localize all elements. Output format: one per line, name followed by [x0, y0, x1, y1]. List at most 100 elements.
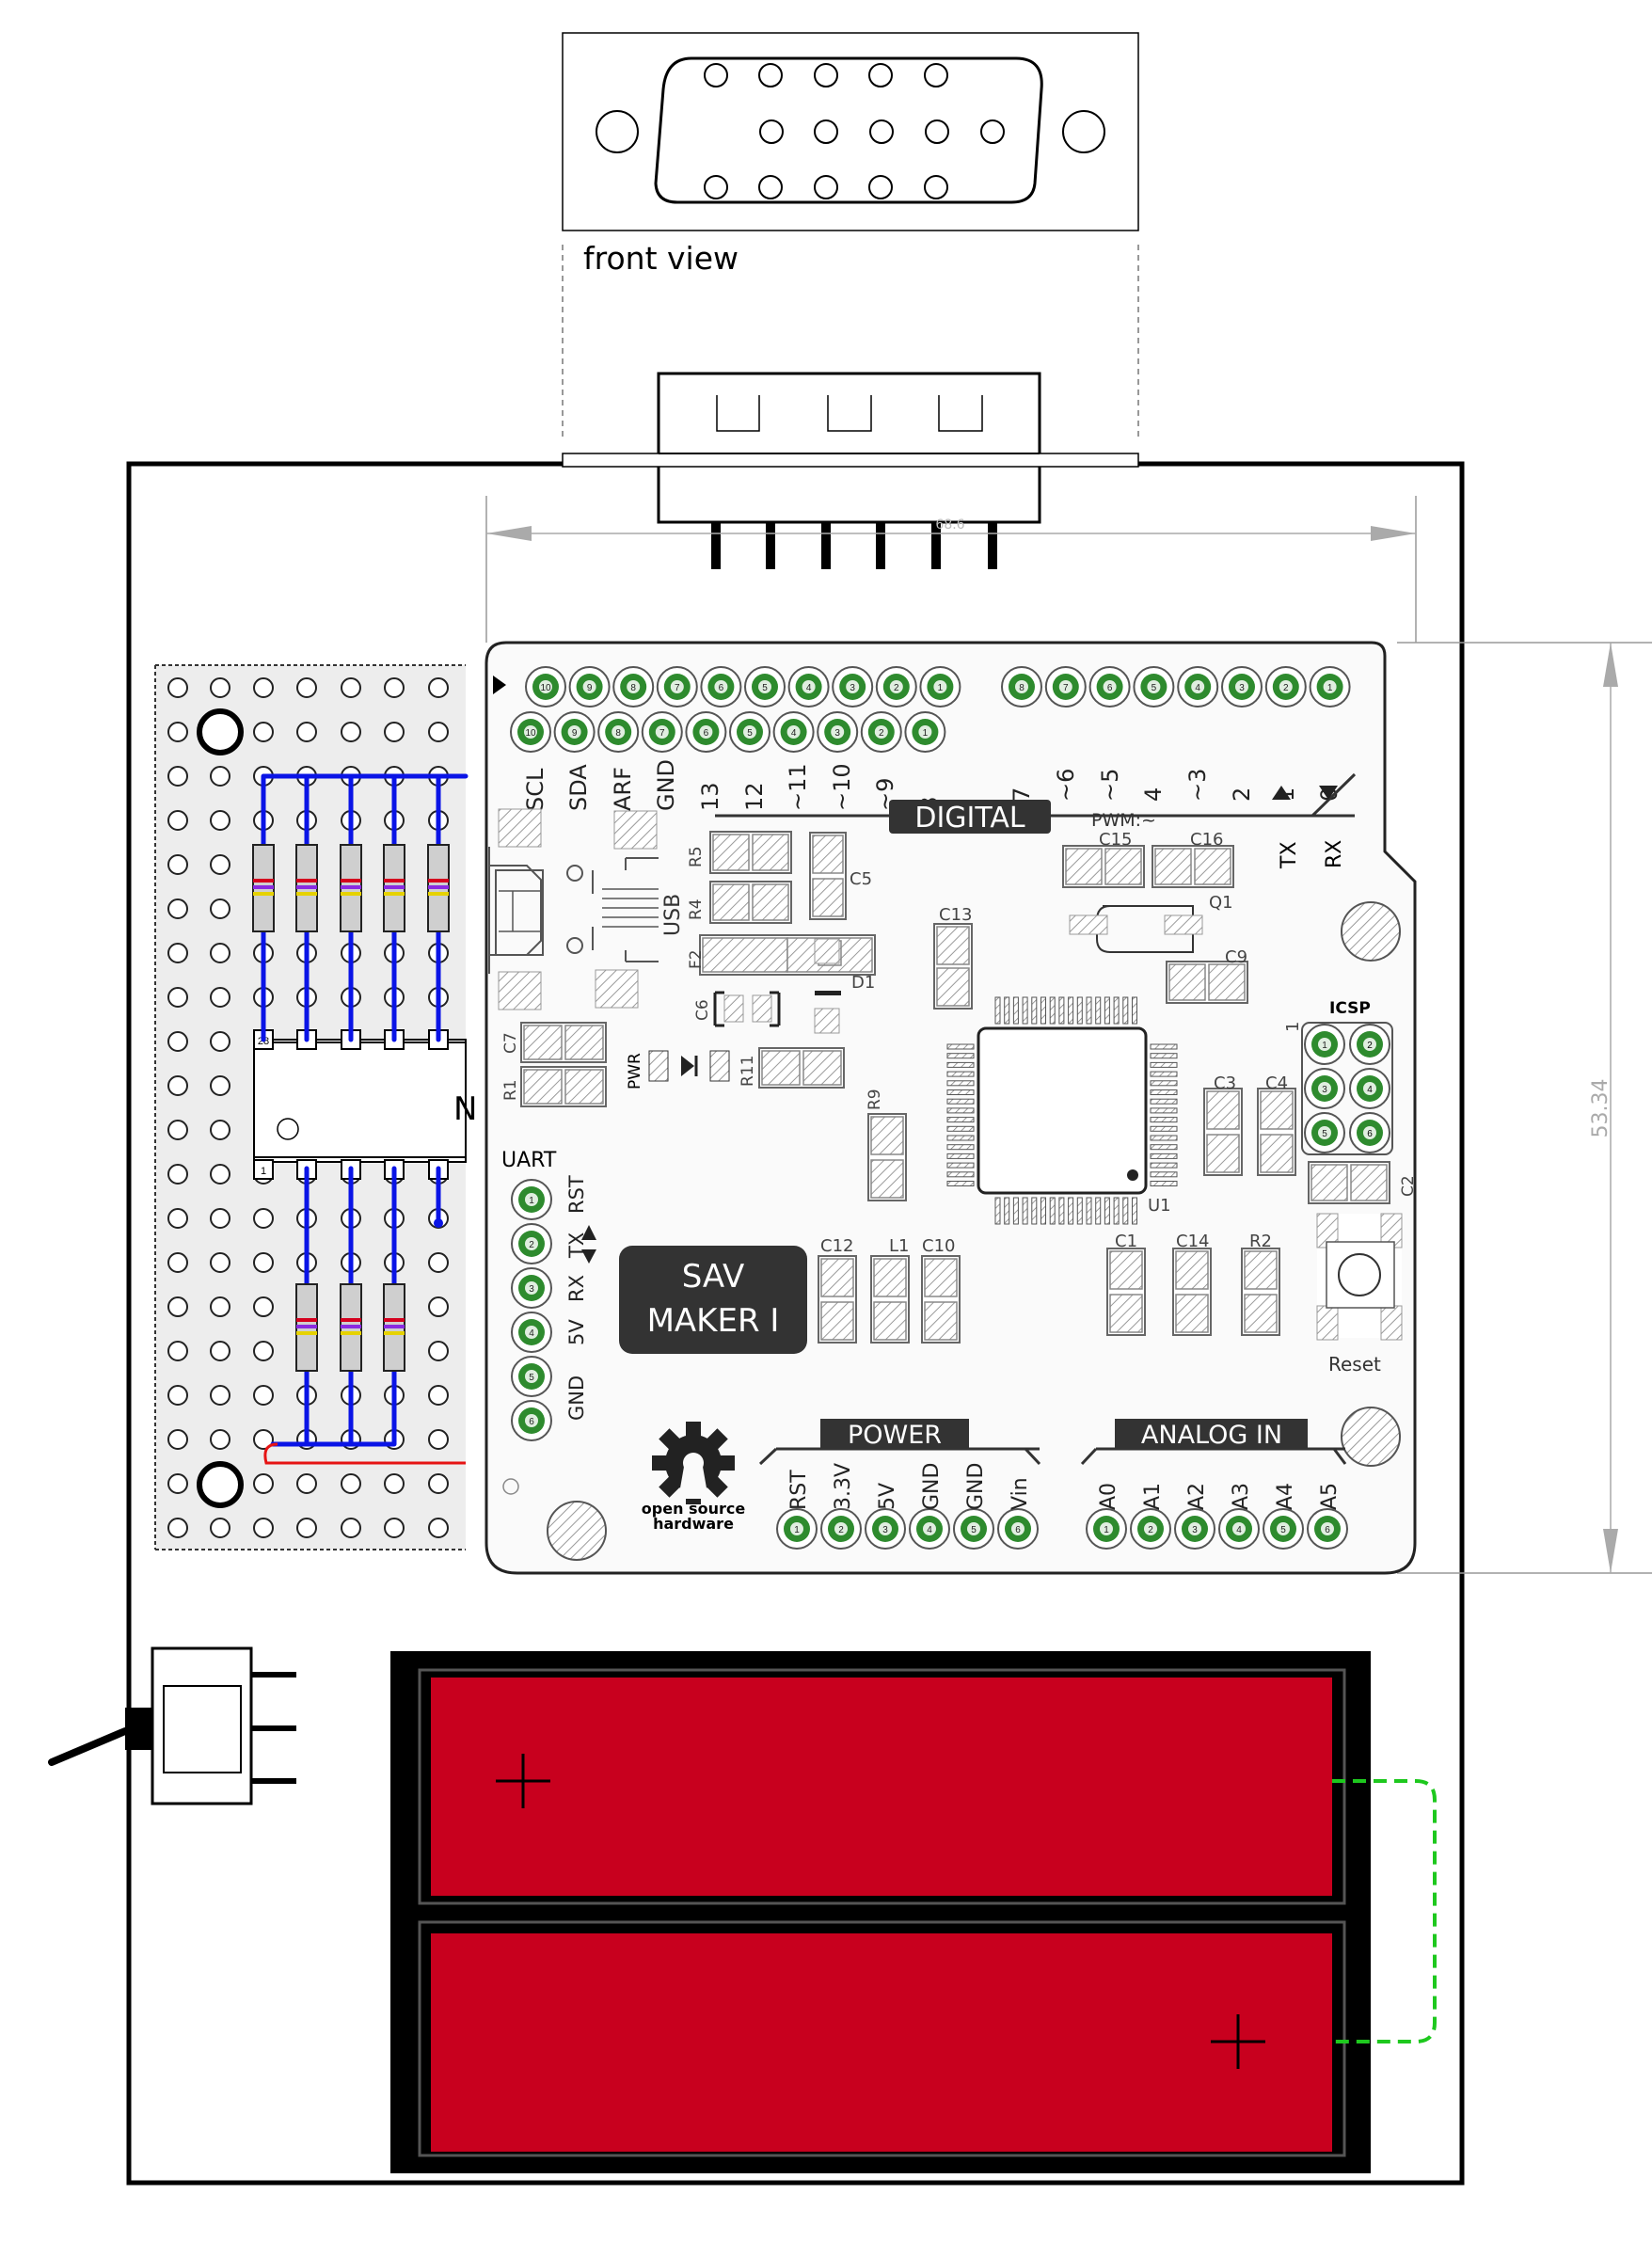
mcu-pin — [1150, 1071, 1178, 1077]
microcontroller-u1 — [946, 996, 1178, 1225]
resistor-band — [384, 879, 405, 883]
header-pin-hole — [967, 1522, 980, 1535]
header-pin-number: 6 — [1367, 1129, 1373, 1139]
resistor-band — [428, 879, 449, 883]
battery-cell-bottom — [431, 1933, 1332, 2152]
proto-hole — [210, 1075, 230, 1096]
component-pad — [1310, 1164, 1348, 1201]
component-pad — [870, 1159, 904, 1199]
component-pad — [1154, 848, 1192, 885]
proto-hole — [384, 722, 405, 742]
component-label-u1: U1 — [1148, 1196, 1171, 1216]
header-pin-hole — [1147, 680, 1161, 693]
header-pin-hole — [1235, 680, 1248, 693]
digital-pin-label: SDA — [565, 764, 592, 811]
component-label-c7: C7 — [501, 1032, 520, 1054]
mcu-pin — [946, 1162, 975, 1169]
ic-pin-bottom — [253, 1159, 274, 1180]
component-pad — [1109, 1250, 1143, 1290]
resistor-band — [428, 885, 449, 889]
proto-hole — [210, 766, 230, 787]
digital-pin-label: SCL — [522, 768, 548, 811]
reset-label: Reset — [1328, 1353, 1381, 1375]
resistor-band — [384, 1331, 405, 1335]
tx-label: TX — [1278, 841, 1301, 869]
brand-line1: SAV — [682, 1258, 745, 1296]
header-pin-number: 1 — [529, 1196, 534, 1206]
board-mounting-holes — [547, 901, 1401, 1561]
mcu-pin — [1150, 1053, 1178, 1059]
power-pin-label: Vin — [1009, 1477, 1032, 1510]
proto-hole — [384, 677, 405, 698]
proto-hole — [428, 1473, 449, 1494]
mcu-pin — [1150, 1043, 1178, 1050]
ic-pin-1-label: 1 — [261, 1166, 266, 1177]
header-pin-hole — [933, 680, 947, 693]
mcu-pin — [1076, 996, 1083, 1025]
vga-pin — [868, 175, 893, 199]
proto-hole — [341, 722, 361, 742]
component-pad — [924, 1258, 958, 1297]
header-pin-number: 2 — [1283, 683, 1289, 693]
component-pad — [936, 967, 970, 1007]
analog-pin-label: A4 — [1274, 1483, 1297, 1510]
header-pin-hole — [1103, 680, 1117, 693]
mcu-pin — [1031, 1197, 1038, 1225]
proto-hole — [210, 943, 230, 963]
mcu-pin — [1150, 1171, 1178, 1178]
header-pin-number: 9 — [572, 728, 578, 739]
mcu-pin — [1068, 1197, 1074, 1225]
open-source-hardware-logo: open source hardware — [642, 1422, 745, 1533]
pwr-led: PWR — [626, 1050, 730, 1089]
mcu-pin — [1150, 1125, 1178, 1132]
header-pin-hole — [1363, 1082, 1376, 1095]
proto-hole — [167, 1120, 188, 1140]
component-pad — [820, 1258, 854, 1297]
resistor-band — [296, 885, 317, 889]
proto-hole — [167, 1075, 188, 1096]
header-pin-hole — [1363, 1126, 1376, 1139]
header-pin-number: 8 — [615, 728, 621, 739]
mcu-pin — [1076, 1197, 1083, 1225]
proto-hole — [253, 1429, 274, 1450]
component-label-q1: Q1 — [1209, 893, 1233, 913]
mcu-pin — [1012, 1197, 1019, 1225]
vga-leg — [931, 522, 941, 569]
green-jumper-wire — [1332, 1779, 1437, 2043]
proto-hole — [253, 1252, 274, 1273]
digital-right-pin-label: 7 — [1009, 787, 1035, 802]
component-pad — [873, 1258, 907, 1297]
proto-hole — [253, 1473, 274, 1494]
header-pin-hole — [1058, 680, 1072, 693]
proto-hole — [253, 722, 274, 742]
mcu-pin — [1113, 996, 1120, 1025]
mcu-pin — [1150, 1098, 1178, 1105]
component-pad — [712, 883, 750, 921]
digital-right-pin-label: ~6 — [1053, 769, 1079, 802]
proto-hole — [341, 1473, 361, 1494]
proto-hole — [341, 677, 361, 698]
digital-right-pin-label: ~3 — [1184, 769, 1211, 802]
header-pin-hole — [834, 1522, 848, 1535]
component-pad — [1206, 1134, 1240, 1173]
header-pin-number: 5 — [971, 1525, 977, 1535]
reset-button: Reset — [1316, 1213, 1403, 1375]
resistor-band — [384, 1318, 405, 1322]
component-pad — [936, 926, 970, 965]
header-pin-hole — [1144, 1522, 1157, 1535]
component-label-r11: R11 — [739, 1056, 757, 1087]
proto-hole — [167, 898, 188, 919]
vga-leg — [876, 522, 885, 569]
proto-hole — [167, 943, 188, 963]
board-mount-hole — [1341, 1407, 1401, 1467]
header-pin-number: 3 — [1322, 1085, 1327, 1095]
resistor-band — [384, 892, 405, 896]
header-pin-hole — [1015, 680, 1028, 693]
proto-hole — [296, 1473, 317, 1494]
header-pin-hole — [786, 725, 801, 739]
mcu-pin — [946, 1053, 975, 1059]
